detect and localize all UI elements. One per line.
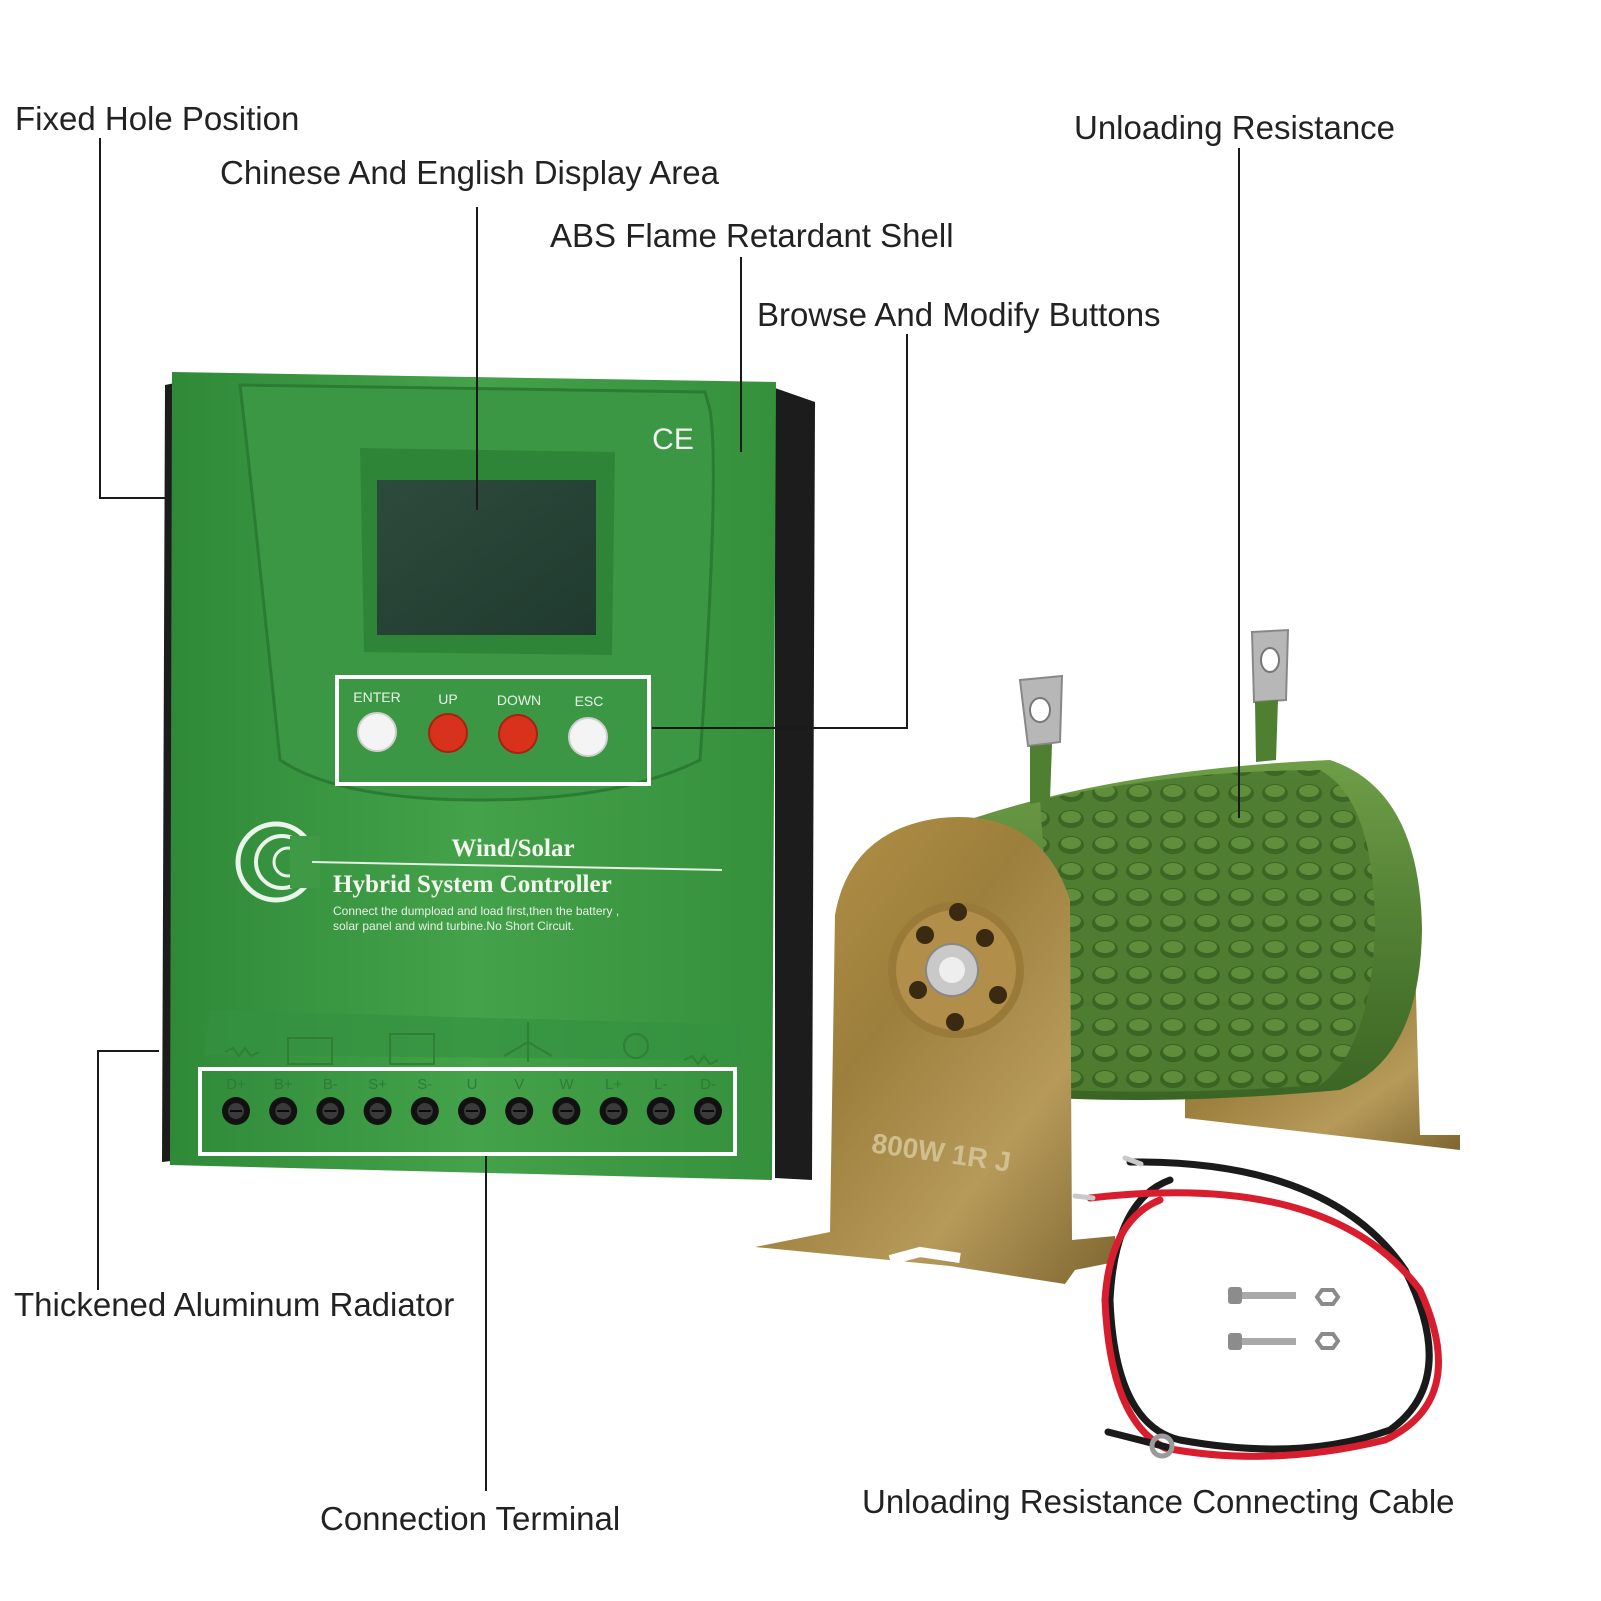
resistor-symbol-icon xyxy=(224,1046,260,1058)
esc-label: ESC xyxy=(575,693,604,709)
terminal-screw-icon xyxy=(694,1097,722,1125)
leader-fixed-hole-h xyxy=(99,497,166,499)
callout-browse-buttons: Browse And Modify Buttons xyxy=(757,296,1161,333)
leader-radiator-v xyxy=(97,1050,99,1290)
terminal-screw-icon xyxy=(646,1097,675,1125)
leader-buttons-h xyxy=(652,727,908,729)
unloading-resistor: 800W 1R J xyxy=(755,628,1460,1284)
up-label: UP xyxy=(438,691,457,707)
terminal-screw-icon xyxy=(599,1097,628,1125)
product-title-line1: Wind/Solar xyxy=(451,835,574,862)
callout-display-area: Chinese And English Display Area xyxy=(220,154,719,191)
terminal-label: D- xyxy=(700,1076,716,1093)
battery-icon xyxy=(287,1037,333,1065)
ring-terminal-icon xyxy=(1149,1433,1175,1459)
callout-fixed-hole-position: Fixed Hole Position xyxy=(15,100,300,137)
callout-connecting-cable: Unloading Resistance Connecting Cable xyxy=(862,1483,1455,1520)
callout-unloading-resistance: Unloading Resistance xyxy=(1074,109,1396,146)
ce-mark: CE xyxy=(652,423,694,456)
terminal-screw-icon xyxy=(363,1097,392,1125)
control-buttons: ENTER UP DOWN ESC xyxy=(335,675,651,786)
enter-label: ENTER xyxy=(353,689,400,705)
resistor-terminal-tabs xyxy=(1018,628,1290,804)
solar-panel-icon xyxy=(389,1033,435,1065)
lamp-icon xyxy=(623,1033,649,1059)
terminal-label: S- xyxy=(417,1076,432,1093)
callout-aluminum-radiator: Thickened Aluminum Radiator xyxy=(14,1286,455,1323)
up-button xyxy=(428,713,468,753)
terminal-screw-icon xyxy=(269,1097,298,1125)
terminal-label: S+ xyxy=(368,1076,387,1093)
terminal-block: D+ B+ B- S+ S- U V W L+ L- D- xyxy=(198,1067,737,1156)
leader-display xyxy=(476,207,478,510)
terminal-label: V xyxy=(514,1076,524,1093)
terminal-label: D+ xyxy=(226,1076,246,1093)
warning-line1: Connect the dumpload and load first,then… xyxy=(333,904,619,918)
terminal-label: B+ xyxy=(274,1076,293,1093)
buttons-highlight-box xyxy=(335,675,651,786)
product-title-line2: Hybrid System Controller xyxy=(333,871,612,898)
wind-turbine-icon xyxy=(503,1022,553,1062)
mounting-screws xyxy=(1228,1287,1341,1350)
leader-buttons-v xyxy=(906,334,908,729)
down-label: DOWN xyxy=(497,692,541,708)
down-button xyxy=(498,714,538,754)
leader-fixed-hole xyxy=(99,138,101,498)
terminal-label: L- xyxy=(654,1076,667,1093)
callout-connection-terminal: Connection Terminal xyxy=(320,1500,621,1537)
warning-line2: solar panel and wind turbine.No Short Ci… xyxy=(333,919,574,933)
controller-shell: CE xyxy=(170,372,776,1180)
terminal-screw-icon xyxy=(458,1097,486,1125)
terminal-screw-icon xyxy=(316,1097,345,1125)
leader-terminal xyxy=(485,1156,487,1491)
leader-abs-shell xyxy=(740,257,742,452)
leader-radiator-h xyxy=(97,1050,159,1052)
terminal-screw-icon xyxy=(505,1097,534,1125)
enter-button xyxy=(357,712,397,752)
resistor-symbol-right-icon xyxy=(683,1054,719,1066)
terminal-label: U xyxy=(467,1076,478,1093)
terminal-screw-icon xyxy=(410,1097,439,1125)
leader-unloading-resistance xyxy=(1238,148,1240,818)
terminal-label: L+ xyxy=(605,1076,622,1093)
front-bracket xyxy=(755,817,1115,1284)
terminal-highlight-box xyxy=(198,1067,737,1156)
callout-abs-shell: ABS Flame Retardant Shell xyxy=(550,217,954,254)
lcd-display xyxy=(377,480,596,635)
terminal-label: B- xyxy=(323,1076,338,1093)
terminal-screw-icon xyxy=(222,1097,250,1125)
terminal-screw-icon xyxy=(552,1097,581,1125)
connecting-cable xyxy=(1072,1155,1442,1460)
esc-button xyxy=(568,717,608,757)
terminal-icons xyxy=(224,1022,719,1066)
terminal-label: W xyxy=(559,1076,574,1093)
